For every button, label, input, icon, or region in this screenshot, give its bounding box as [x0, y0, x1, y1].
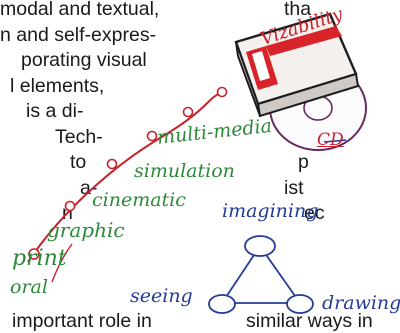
cd-label: CD — [317, 130, 344, 150]
text-line: tha — [284, 0, 312, 20]
bottom-text-right: similar ways in — [246, 310, 373, 332]
media-label-oral: oral — [10, 276, 48, 298]
seeing-imagining-drawing-diagram — [208, 235, 314, 314]
bottom-text-left: important role in — [12, 310, 152, 332]
timeline-node — [28, 248, 40, 260]
text-line: porating visual — [21, 49, 147, 71]
timeline-node — [182, 106, 194, 118]
text-line: ec — [304, 202, 325, 224]
triangle-label-imagining: imagining — [222, 200, 319, 222]
text-line: is a di- — [26, 100, 84, 122]
text-line: ist — [284, 176, 304, 199]
timeline-node — [216, 86, 228, 98]
text-line: n and self-expres- — [0, 23, 157, 46]
text-line: modal and textual, — [0, 0, 160, 20]
software-box-icon — [234, 12, 360, 118]
timeline-node — [146, 130, 158, 142]
timeline-node — [106, 158, 118, 170]
text-line: a- — [80, 176, 98, 199]
media-label-simulation: simulation — [134, 160, 235, 182]
text-line: Tech- — [55, 125, 103, 148]
text-line: to — [70, 151, 87, 173]
triangle-label-seeing: seeing — [130, 285, 193, 307]
triangle-label-drawing: drawing — [322, 292, 400, 314]
text-line: l elements, — [10, 74, 105, 97]
media-evolution-curve — [27, 86, 228, 283]
media-label-graphic: graphic — [47, 218, 125, 242]
media-label-cinematic: cinematic — [92, 189, 186, 211]
media-label-print: print — [12, 246, 67, 271]
timeline-node — [64, 200, 76, 212]
text-line: p — [298, 151, 309, 173]
